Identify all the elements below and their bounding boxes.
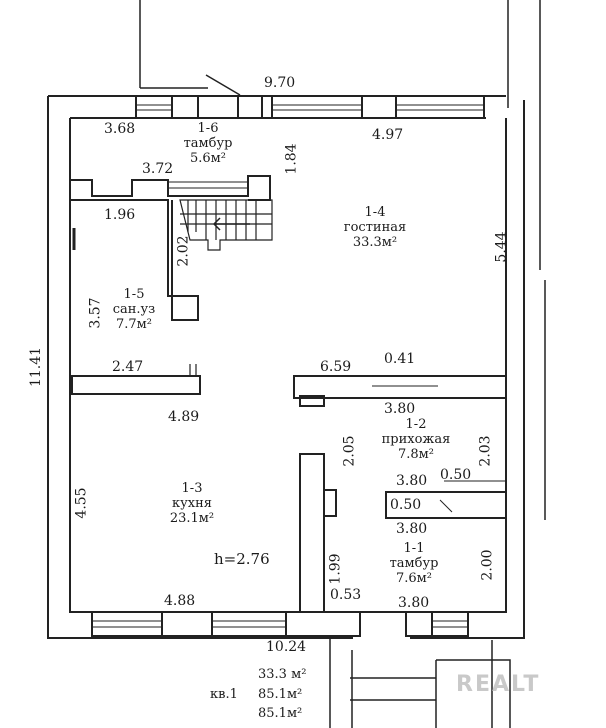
wall-nib-2 (323, 489, 337, 517)
dimension-2-05: 2.05 (341, 435, 358, 467)
porch-stairs (329, 638, 511, 728)
room-name: сан.уз (112, 301, 156, 317)
dimension-3-80-b: 3.80 (396, 473, 428, 489)
window-bottom-mid (211, 611, 287, 637)
room-number: 1-1 (403, 541, 425, 556)
dimension-3-57: 3.57 (87, 297, 104, 329)
summary-total-1: 85.1м² (258, 687, 303, 702)
dimension-3-80-c: 3.80 (396, 521, 428, 537)
room-area: 33.3м² (352, 234, 398, 250)
wall-kitchen-hall (299, 453, 325, 613)
room-number: 1-2 (405, 417, 427, 432)
dimension-4-89: 4.89 (168, 409, 200, 425)
room-name: тамбур (389, 555, 439, 571)
summary-living-area: 33.3 м² (258, 667, 307, 682)
dimension-1-96: 1.96 (104, 207, 136, 223)
dimension-0-50-b: 0.50 (390, 497, 422, 513)
room-number: 1-6 (197, 121, 219, 136)
bath-wall-left (70, 199, 199, 321)
dimension-0-41: 0.41 (384, 351, 416, 367)
dimension-3-68: 3.68 (104, 121, 136, 137)
dimension-0-53: 0.53 (330, 587, 362, 603)
dimension-4-88: 4.88 (164, 593, 196, 609)
room-area: 7.6м² (396, 570, 432, 586)
window-bottom-right (405, 611, 433, 637)
window-top-right (395, 95, 485, 119)
dimension-10-24: 10.24 (266, 639, 307, 655)
room-number: 1-4 (364, 205, 386, 220)
dimension-9-70: 9.70 (264, 75, 296, 91)
window-top-pier-2 (361, 95, 397, 119)
dimension-3-72: 3.72 (142, 161, 174, 177)
summary-apartment: кв.1 (210, 687, 238, 702)
room-label-1-1: 1-1 тамбур 7.6м² (384, 541, 444, 587)
room-area: 5.6м² (190, 150, 226, 166)
dimension-1-84: 1.84 (283, 143, 300, 175)
dimension-4-55: 4.55 (73, 487, 90, 519)
window-bottom-pier-1 (161, 611, 213, 637)
dimension-0-50-a: 0.50 (440, 467, 472, 483)
window-top-mid (271, 95, 363, 119)
wall-0-50 (385, 491, 507, 519)
dimension-2-00: 2.00 (479, 549, 496, 581)
window-top-left (135, 95, 173, 119)
wall-6-59 (293, 375, 507, 399)
dimension-2-02: 2.02 (175, 235, 192, 267)
room-label-1-4: 1-4 гостиная 33.3м² (330, 205, 420, 251)
dimension-2-03: 2.03 (477, 435, 494, 467)
exterior-line-right (507, 0, 546, 520)
ceiling-height: h=2.76 (214, 550, 270, 568)
dimension-1-99: 1.99 (327, 553, 344, 585)
room-label-1-6: 1-6 тамбур 5.6м² (178, 121, 238, 167)
room-area: 23.1м² (169, 510, 215, 526)
exterior-line (139, 0, 241, 96)
watermark: REALT (456, 672, 541, 697)
dimension-6-59: 6.59 (320, 359, 352, 375)
room-number: 1-5 (123, 287, 145, 302)
dimension-3-80-d: 3.80 (398, 595, 430, 611)
dimension-11-41: 11.41 (28, 346, 45, 388)
room-label-1-3: 1-3 кухня 23.1м² (160, 481, 224, 527)
room-label-1-5: 1-5 сан.уз 7.7м² (104, 287, 164, 333)
dimension-5-44: 5.44 (493, 231, 510, 263)
window-bottom-r2 (431, 611, 469, 637)
room-area: 7.8м² (398, 446, 434, 462)
window-top-pier-1 (171, 95, 199, 119)
dimension-4-97: 4.97 (372, 127, 404, 143)
partition-1-6-inner (168, 181, 248, 189)
dim-0-50-leader (439, 499, 453, 513)
wall-nib (299, 395, 325, 407)
wall-2-47 (71, 375, 201, 395)
window-bottom-left (91, 611, 163, 637)
door-top-notch (237, 95, 263, 119)
door-nib (189, 364, 197, 376)
room-name: гостиная (343, 219, 407, 235)
dimension-2-47: 2.47 (112, 359, 144, 375)
room-number: 1-3 (181, 481, 203, 496)
door-bottom (285, 611, 361, 637)
room-area: 7.7м² (116, 316, 152, 332)
stairs (179, 199, 273, 251)
room-label-1-2: 1-2 прихожая 7.8м² (376, 417, 456, 463)
dimension-3-80-a: 3.80 (384, 401, 416, 417)
room-name: кухня (172, 495, 212, 511)
room-name: прихожая (381, 431, 451, 447)
room-name: тамбур (183, 135, 233, 151)
summary-total-2: 85.1м² (258, 706, 303, 721)
